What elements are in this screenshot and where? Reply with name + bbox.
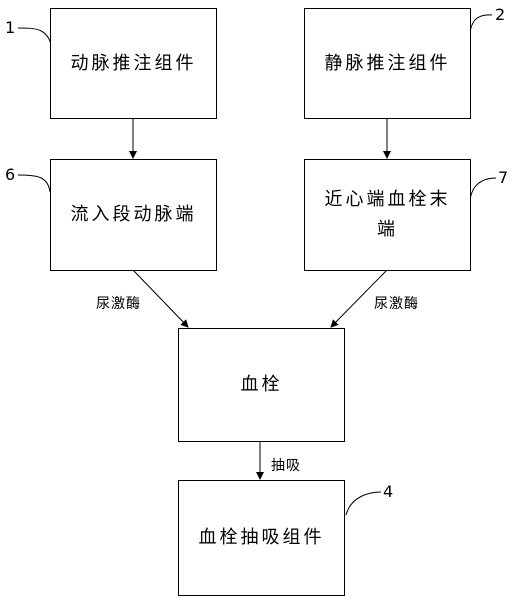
thrombus-aspiration-label: 血栓抽吸组件 — [198, 527, 325, 548]
reference-number-6: 6 — [5, 165, 16, 184]
venous-injection-box: 静脉推注组件 — [304, 8, 471, 119]
reference-number-2: 2 — [495, 5, 506, 24]
reference-number-4: 4 — [383, 482, 394, 501]
leader-line-1 — [17, 27, 53, 49]
thrombus-box: 血栓 — [178, 328, 345, 442]
urokinase-label-right: 尿激酶 — [374, 296, 419, 312]
leader-line-7 — [469, 177, 497, 203]
arrow-inflow-to-thrombus — [132, 269, 189, 328]
arterial-injection-label: 动脉推注组件 — [70, 52, 197, 74]
arrow-proximal-to-thrombus — [330, 269, 388, 328]
proximal-thrombus-end-box: 近心端血栓末端 — [304, 159, 471, 271]
leader-line-6 — [17, 174, 51, 193]
reference-number-7: 7 — [498, 168, 509, 187]
thrombus-aspiration-box: 血栓抽吸组件 — [178, 480, 345, 596]
thrombus-label: 血栓 — [240, 374, 283, 395]
arterial-injection-box: 动脉推注组件 — [50, 8, 217, 119]
inflow-arterial-end-box: 流入段动脉端 — [50, 159, 217, 271]
urokinase-label-left: 尿激酶 — [96, 296, 141, 312]
venous-injection-label: 静脉推注组件 — [324, 52, 451, 74]
leader-line-2 — [468, 14, 493, 47]
inflow-arterial-end-label: 流入段动脉端 — [70, 204, 197, 225]
proximal-thrombus-end-label: 近心端血栓末端 — [324, 189, 451, 240]
reference-number-1: 1 — [5, 18, 16, 37]
leader-line-4 — [345, 491, 382, 516]
aspiration-label: 抽吸 — [271, 458, 301, 474]
